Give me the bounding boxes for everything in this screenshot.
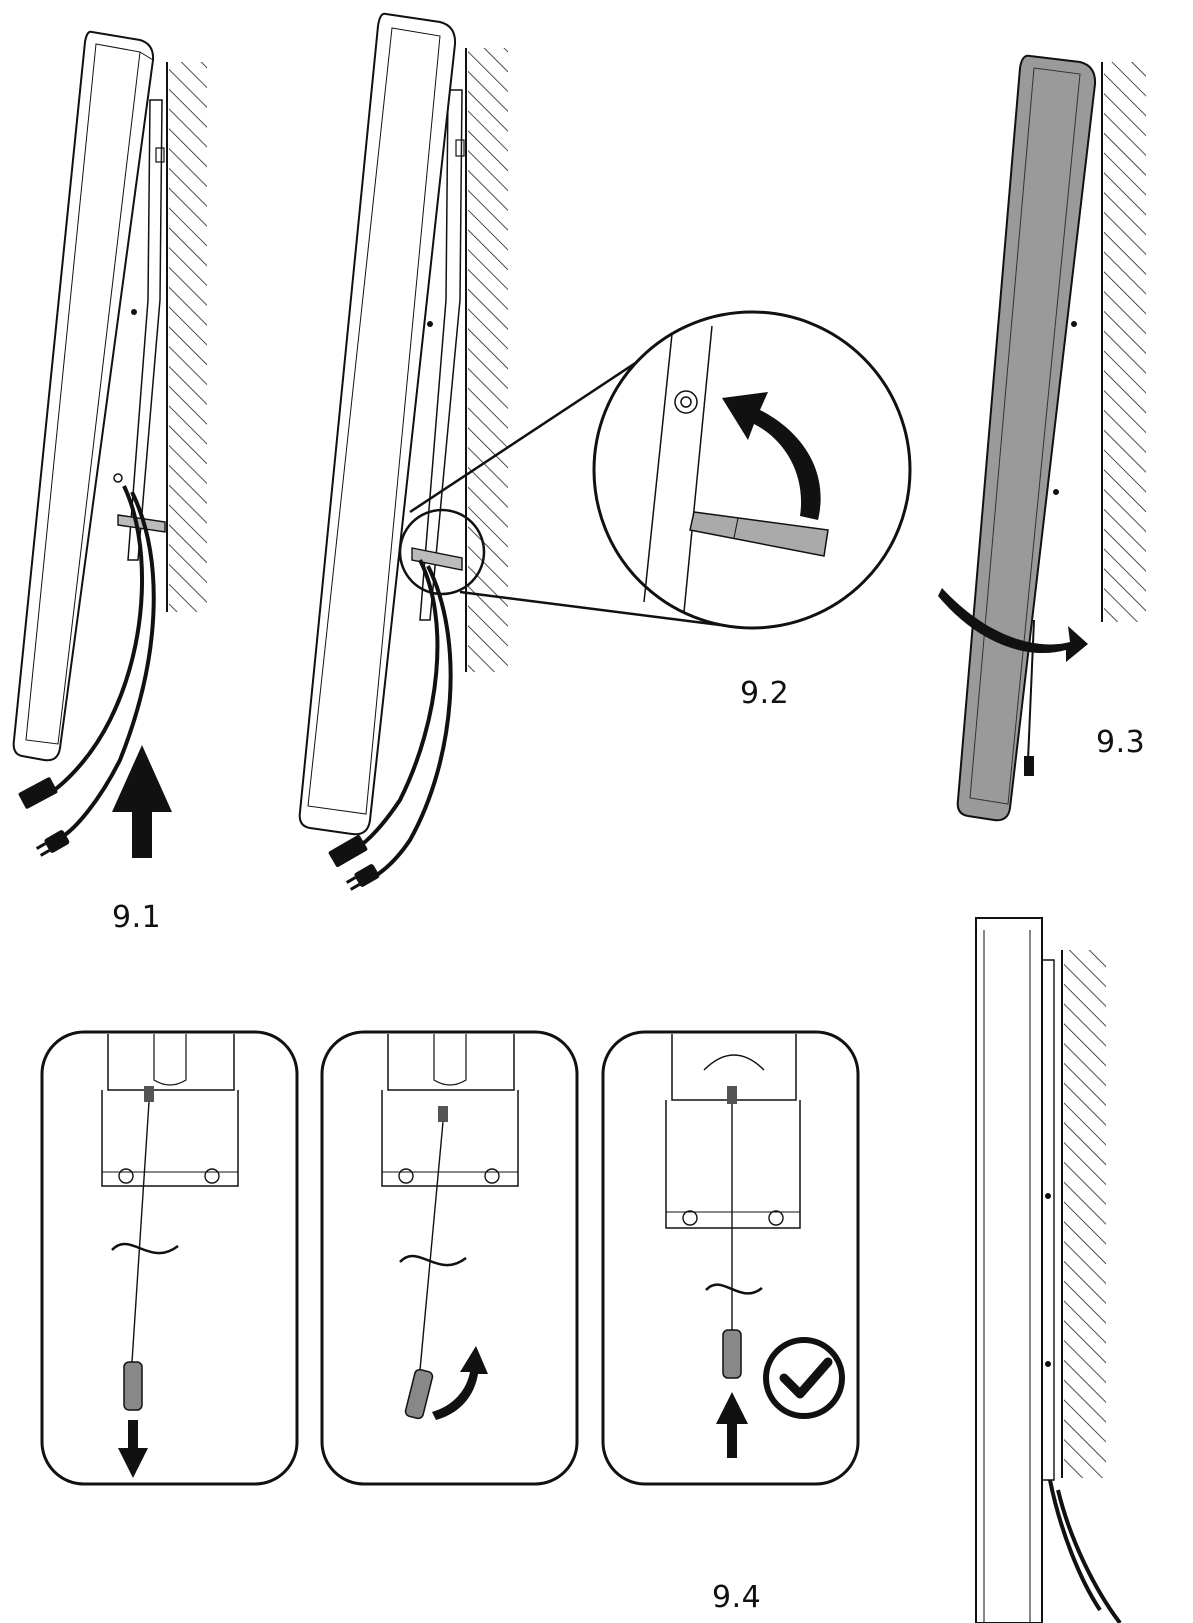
- down-arrow-icon: [118, 1420, 148, 1478]
- cables-9-2: [341, 559, 453, 886]
- wall-9-4: [1061, 950, 1106, 1478]
- wall-9-3: [1101, 62, 1146, 622]
- step-label-9-1: 9.1: [112, 900, 162, 935]
- step-9-1-figure: [12, 30, 207, 858]
- wall-9-1: [166, 62, 207, 612]
- display-panel-9-4: [975, 917, 1043, 1623]
- knob-icon: [674, 390, 698, 414]
- check-circle-icon: [763, 1337, 845, 1419]
- mount-bracket-9-1: [127, 99, 163, 561]
- up-arrow-icon: [716, 1392, 748, 1458]
- step-9-4-panel-3: [601, 1030, 860, 1486]
- step-9-3-figure: [938, 54, 1146, 822]
- step-label-9-4: 9.4: [712, 1580, 762, 1615]
- power-plug-9-2: [345, 864, 380, 891]
- step-label-9-2: 9.2: [740, 676, 790, 711]
- strap-9-1: [117, 514, 166, 533]
- hdmi-plug-9-1: [18, 777, 58, 809]
- power-plug-9-1: [35, 830, 70, 857]
- callout-source-circle: [398, 508, 486, 596]
- step-label-9-3: 9.3: [1096, 725, 1146, 760]
- magnified-detail: [592, 310, 912, 630]
- wall-9-2: [465, 48, 508, 672]
- display-panel-9-1: [12, 30, 155, 762]
- up-arrow-icon: [112, 745, 172, 858]
- cables-9-1: [37, 485, 156, 840]
- step-9-2-figure: [298, 12, 912, 891]
- hdmi-plug-9-2: [328, 834, 368, 868]
- rotate-arrow-icon: [938, 588, 1088, 662]
- step-9-4-side-view: [975, 917, 1122, 1623]
- display-panel-9-3: [956, 54, 1097, 822]
- latch-tab: [689, 511, 829, 557]
- rotate-arrow-icon: [432, 1346, 488, 1420]
- strap-9-2: [411, 547, 463, 571]
- step-9-4-panel-2: [320, 1030, 579, 1486]
- mount-bracket-9-2: [419, 89, 463, 621]
- step-9-4-panel-1: [40, 1030, 299, 1486]
- rotate-arrow-icon: [722, 392, 821, 520]
- display-panel-9-2: [298, 12, 457, 836]
